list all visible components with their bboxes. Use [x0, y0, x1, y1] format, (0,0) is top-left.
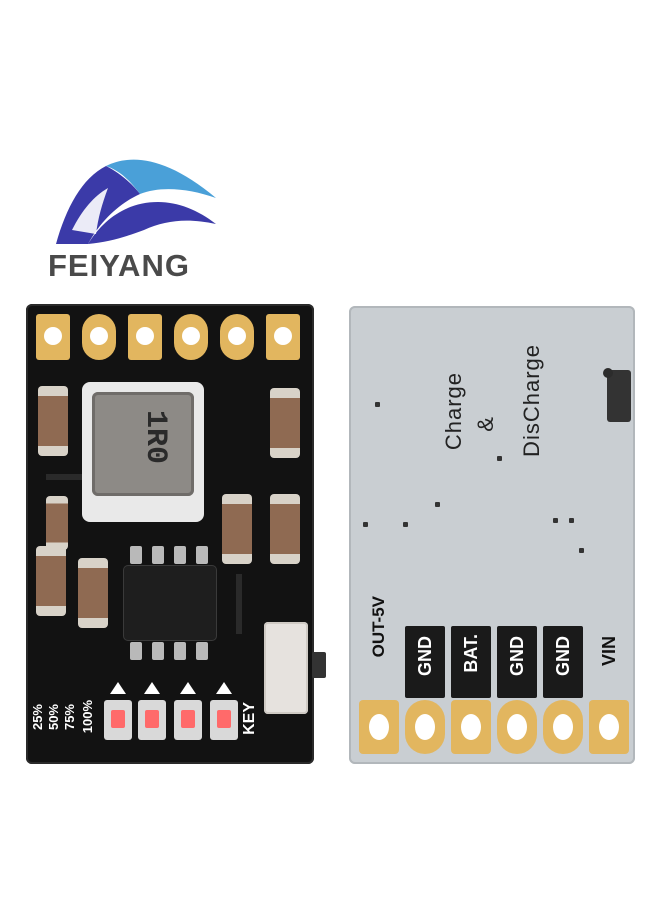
capacitor [222, 494, 252, 564]
ic-pin [196, 546, 208, 564]
pin-label-vin: VIN [599, 636, 619, 667]
via [403, 522, 408, 527]
power-inductor: 1R0 [82, 382, 204, 522]
top-pad-4 [174, 314, 208, 360]
slide-switch[interactable] [264, 622, 326, 714]
led-arrow [110, 682, 126, 694]
via [435, 502, 440, 507]
bottom-pad-out-5v [359, 700, 399, 754]
switch-knob[interactable] [312, 652, 326, 678]
pcb-trace [236, 574, 242, 634]
pcb-trace [46, 474, 106, 480]
bottom-pad-gnd-1 [405, 700, 445, 754]
led-arrow [180, 682, 196, 694]
inductor-marking: 1R0 [138, 409, 173, 465]
silkscreen-discharge: DisCharge [519, 344, 544, 457]
led-arrow [216, 682, 232, 694]
ic-pin [152, 642, 164, 660]
pin-label-box-bat: BAT. [451, 626, 491, 698]
led-arrow [144, 682, 160, 694]
via [579, 548, 584, 553]
pin-label-box-gnd3: GND [543, 626, 583, 698]
ic-pin [130, 642, 142, 660]
key-label: KEY [241, 702, 258, 735]
ic-pin [196, 642, 208, 660]
via [363, 522, 368, 527]
indicator-led [210, 700, 238, 740]
pin-label-bat: BAT. [461, 634, 481, 673]
capacitor [78, 558, 108, 628]
silkscreen-charge: Charge [441, 372, 466, 451]
ic-pin [152, 546, 164, 564]
top-pad-2 [82, 314, 116, 360]
inductor-body: 1R0 [92, 392, 194, 496]
bottom-pad-gnd-3 [543, 700, 583, 754]
bottom-pad-gnd-2 [497, 700, 537, 754]
indicator-led [174, 700, 202, 740]
capacitor [46, 496, 68, 550]
via [497, 456, 502, 461]
capacitor [270, 494, 300, 564]
via [553, 518, 558, 523]
ic-pin [174, 546, 186, 564]
ic-pin [174, 642, 186, 660]
feiyang-logo-icon [56, 159, 216, 244]
switch-tab [603, 368, 631, 422]
top-pad-6 [266, 314, 300, 360]
pin-label-box-vin: VIN [589, 626, 629, 698]
indicator-led [138, 700, 166, 740]
capacitor [270, 388, 300, 458]
charge-module-front-pcb: 1R0 25% 50% 75% 100% KEY [26, 304, 326, 764]
bottom-pad-bat [451, 700, 491, 754]
bottom-pad-vin [589, 700, 629, 754]
brand-name: FEIYANG [48, 248, 190, 283]
pin-label-box-gnd2: GND [497, 626, 537, 698]
led-label-75: 75% [62, 704, 77, 731]
capacitor [36, 546, 66, 616]
capacitor [38, 386, 68, 456]
top-pad-1 [36, 314, 70, 360]
feiyang-logo-mark [48, 148, 223, 288]
pin-label-gnd-3: GND [553, 636, 573, 676]
led-label-100: 100% [80, 700, 95, 734]
top-pad-5 [220, 314, 254, 360]
via [569, 518, 574, 523]
top-pad-3 [128, 314, 162, 360]
pin-label-box-gnd1: GND [405, 626, 445, 698]
pin-label-box-out: OUT-5V [359, 592, 399, 664]
pin-label-gnd-2: GND [507, 636, 527, 676]
via [375, 402, 380, 407]
charge-module-back-pcb: Charge & DisCharge OUT-5V GND BAT. GND G… [349, 306, 635, 764]
indicator-led [104, 700, 132, 740]
silkscreen-ampersand: & [473, 416, 498, 432]
ic-pin [130, 546, 142, 564]
ic-chip [124, 566, 216, 640]
led-label-25: 25% [30, 704, 45, 731]
pin-label-gnd-1: GND [415, 636, 435, 676]
led-label-50: 50% [46, 704, 61, 731]
pin-label-out-5v: OUT-5V [369, 596, 388, 658]
